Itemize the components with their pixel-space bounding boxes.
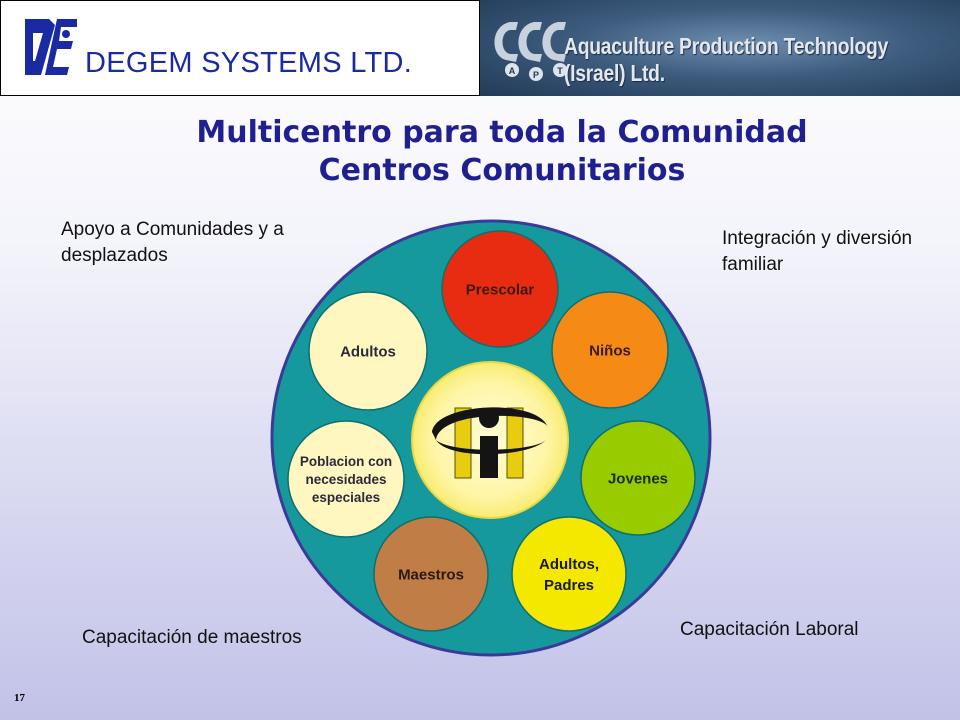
node-label-adultos-padres: Padres [544,577,594,594]
header-degem: DEGEM SYSTEMS LTD. [0,0,480,96]
label-capacitacion-maestros: Capacitación de maestros [82,627,302,648]
apt-letter-t: T [557,66,563,76]
node-label-ninos: Niños [589,342,631,359]
node-circle-ninos [551,291,669,409]
node-circle-adultos-padres [511,516,627,632]
node-circle-maestros [373,516,489,632]
apt-letter-p: P [533,70,539,80]
node-maestros: Maestros [373,516,489,632]
partner-name: Aquaculture Production Technology (Israe… [564,33,889,86]
node-poblacion: Poblacion con necesidades especiales [287,420,405,538]
node-prescolar: Prescolar [441,230,559,348]
node-adultos-padres: Adultos, Padres [511,516,627,632]
page-number: 17 [14,692,25,704]
label-apoyo-comunidades: Apoyo a Comunidades y a desplazados [61,219,284,266]
node-circle-adultos [308,291,428,411]
node-label-poblacion: especiales [312,490,380,505]
node-label-jovenes: Jovenes [608,470,668,487]
node-label-maestros: Maestros [398,566,464,583]
node-ninos: Niños [551,291,669,409]
node-label-adultos: Adultos [340,343,396,360]
apt-logo-icon: A P T [494,22,567,81]
label-integracion-familiar: Integración y diversión familiar [722,228,913,275]
node-circle-prescolar [441,230,559,348]
label-capacitacion-laboral: Capacitación Laboral [680,619,859,640]
apt-letter-a: A [509,66,516,76]
header-apt: A P T Aquaculture Production Technology … [480,0,960,96]
node-label-adultos-padres: Adultos, [539,556,599,573]
node-circle-poblacion [287,420,405,538]
page-subtitle: Centros Comunitarios [318,153,686,188]
node-label-poblacion: necesidades [305,472,386,487]
node-label-prescolar: Prescolar [466,281,535,298]
company-name: DEGEM SYSTEMS LTD. [85,47,413,79]
node-adultos: Adultos [308,291,428,411]
degem-logo-icon [25,19,77,75]
community-center-logo-icon [432,407,548,479]
node-label-poblacion: Poblacion con [300,454,392,469]
node-circle-jovenes [580,420,696,536]
page-title: Multicentro para toda la Comunidad [196,115,808,150]
node-jovenes: Jovenes [580,420,696,536]
